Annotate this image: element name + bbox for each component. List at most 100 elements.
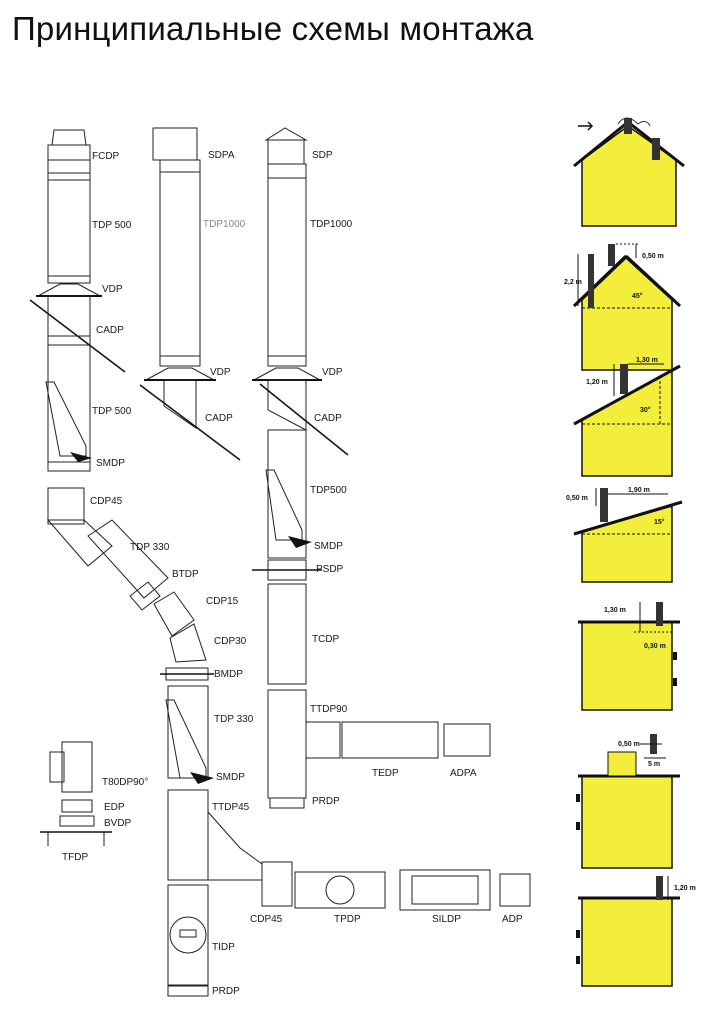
label-tdp500-3: TDP500 [310, 485, 347, 496]
sdpa-cap [152, 127, 198, 161]
label-psdp: PSDP [316, 564, 344, 575]
dim-d6-offset: 0,50 m [618, 741, 640, 748]
tcdp-pipe [267, 583, 307, 685]
tdp500-pipe-3 [267, 429, 307, 559]
smdp-bracket-lower [165, 699, 207, 779]
dim-d4-offset: 0,50 m [566, 495, 588, 502]
roof-diagram-7: 1,20 m [576, 876, 696, 987]
dim-d6-distance: 5 m [648, 761, 660, 768]
label-smdp-3: SMDP [314, 541, 343, 552]
ttdp90-tee [267, 689, 307, 799]
label-cdp15: CDP15 [206, 596, 239, 607]
btdp-clamp [129, 581, 161, 611]
dim-d4-angle: 15° [654, 518, 665, 526]
label-cadp-3: CADP [314, 413, 342, 424]
prdp-cap-3 [269, 797, 305, 809]
label-prdp-3: PRDP [312, 796, 340, 807]
label-t80dp90: T80DP90° [102, 777, 148, 788]
fcdp-cap [51, 129, 87, 146]
dim-d2-height: 2,2 m [564, 279, 582, 286]
page-title: Принципиальные схемы монтажа [12, 10, 534, 47]
vdp-flashing-cone [37, 283, 101, 297]
label-ttdp45: TTDP45 [212, 802, 250, 813]
dim-d2-offset: 0,50 m [642, 253, 664, 260]
dim-d5-parapet: 0,30 m [644, 643, 666, 650]
tdp1000-pipe-3 [267, 163, 307, 367]
dim-d5-height: 1,30 m [604, 607, 626, 614]
label-smdp-1: SMDP [96, 458, 125, 469]
roof-diagram-1 [573, 117, 685, 227]
label-tdp500-b: TDP 500 [92, 406, 132, 417]
label-btdp: BTDP [172, 569, 199, 580]
cdp45-branch-elbow [261, 861, 293, 907]
bottom-branch [261, 861, 531, 911]
column-2-chimney [139, 127, 241, 461]
label-prdp-1: PRDP [212, 986, 240, 997]
tidp-inspection [167, 884, 209, 986]
label-fcdp: FCDP [92, 151, 120, 162]
tdp500-pipe-lower [47, 335, 91, 472]
tpdp-pipe [294, 871, 386, 909]
prdp-cap [167, 985, 209, 997]
sildp-silencer [399, 869, 491, 911]
roof-diagram-5: 1,30 m 0,30 m [578, 602, 680, 711]
roof-diagrams: 2,2 m 0,50 m 45° 1,30 m 1,20 m 30° 0,50 … [564, 117, 696, 987]
dim-d3-height: 1,20 m [586, 379, 608, 386]
vdp-cone-3 [253, 367, 321, 381]
label-vdp-1: VDP [102, 284, 123, 295]
label-ttdp90: TTDP90 [310, 704, 348, 715]
wind-arrow-icon [578, 121, 594, 131]
tedp-pipe [341, 721, 439, 759]
tdp1000-pipe [159, 159, 201, 367]
t80dp90-tee [61, 741, 93, 793]
label-tdp1000-3: TDP1000 [310, 219, 353, 230]
label-smdp-2: SMDP [216, 772, 245, 783]
label-tdp330-b: TDP 330 [214, 714, 254, 725]
label-tfdp: TFDP [62, 852, 88, 863]
cadp-roof-line-3 [259, 383, 349, 456]
smoke-icon [617, 117, 651, 127]
label-adpa: ADPA [450, 768, 477, 779]
ttdp45-tee [167, 789, 209, 881]
vdp-cone-2 [145, 367, 215, 381]
roof-diagram-2: 2,2 m 0,50 m 45° [564, 243, 682, 371]
dim-d3-distance: 1,30 m [636, 357, 658, 364]
tdp500-pipe-top [47, 172, 91, 284]
label-bvdp: BVDP [104, 818, 132, 829]
dim-d3-angle: 30° [640, 406, 651, 414]
cdp45-elbow [47, 487, 85, 525]
smdp-bracket [45, 381, 87, 457]
label-vdp-2: VDP [210, 367, 231, 378]
label-adp: ADP [502, 914, 523, 925]
roof-diagram-6: 0,50 m 5 m [576, 734, 680, 869]
label-sdp: SDP [312, 150, 333, 161]
dim-d7-height: 1,20 m [674, 885, 696, 892]
label-tdp500-a: TDP 500 [92, 220, 132, 231]
adp-adapter [499, 873, 531, 907]
column-1-chimney [29, 129, 263, 997]
edp-element [61, 799, 93, 813]
smdp-bracket-3 [265, 469, 303, 541]
tdp330-diagonal [87, 519, 169, 599]
dim-d2-angle: 45° [632, 292, 643, 300]
label-tdp330-a: TDP 330 [130, 542, 170, 553]
dim-d4-distance: 1,90 m [628, 487, 650, 494]
label-tpdp: TPDP [334, 914, 361, 925]
label-sildp: SILDP [432, 914, 461, 925]
label-bmdp: BMDP [214, 669, 243, 680]
adpa-adapter [443, 723, 491, 757]
roof-diagram-3: 1,30 m 1,20 m 30° [573, 357, 681, 477]
label-edp: EDP [104, 802, 125, 813]
label-vdp-3: VDP [322, 367, 343, 378]
sdp-cap [264, 127, 308, 141]
label-cdp30: CDP30 [214, 636, 247, 647]
label-cadp-2: CADP [205, 413, 233, 424]
label-tdp1000-2: TDP1000 [203, 219, 246, 230]
fcdp-body [47, 144, 91, 174]
label-tidp: TIDP [212, 942, 235, 953]
labels: FCDP TDP 500 VDP CADP TDP 500 SMDP CDP45… [62, 150, 523, 997]
label-cadp-1: CADP [96, 325, 124, 336]
cdp15-elbow [153, 591, 195, 637]
cadp-roof-line-2 [139, 384, 241, 461]
